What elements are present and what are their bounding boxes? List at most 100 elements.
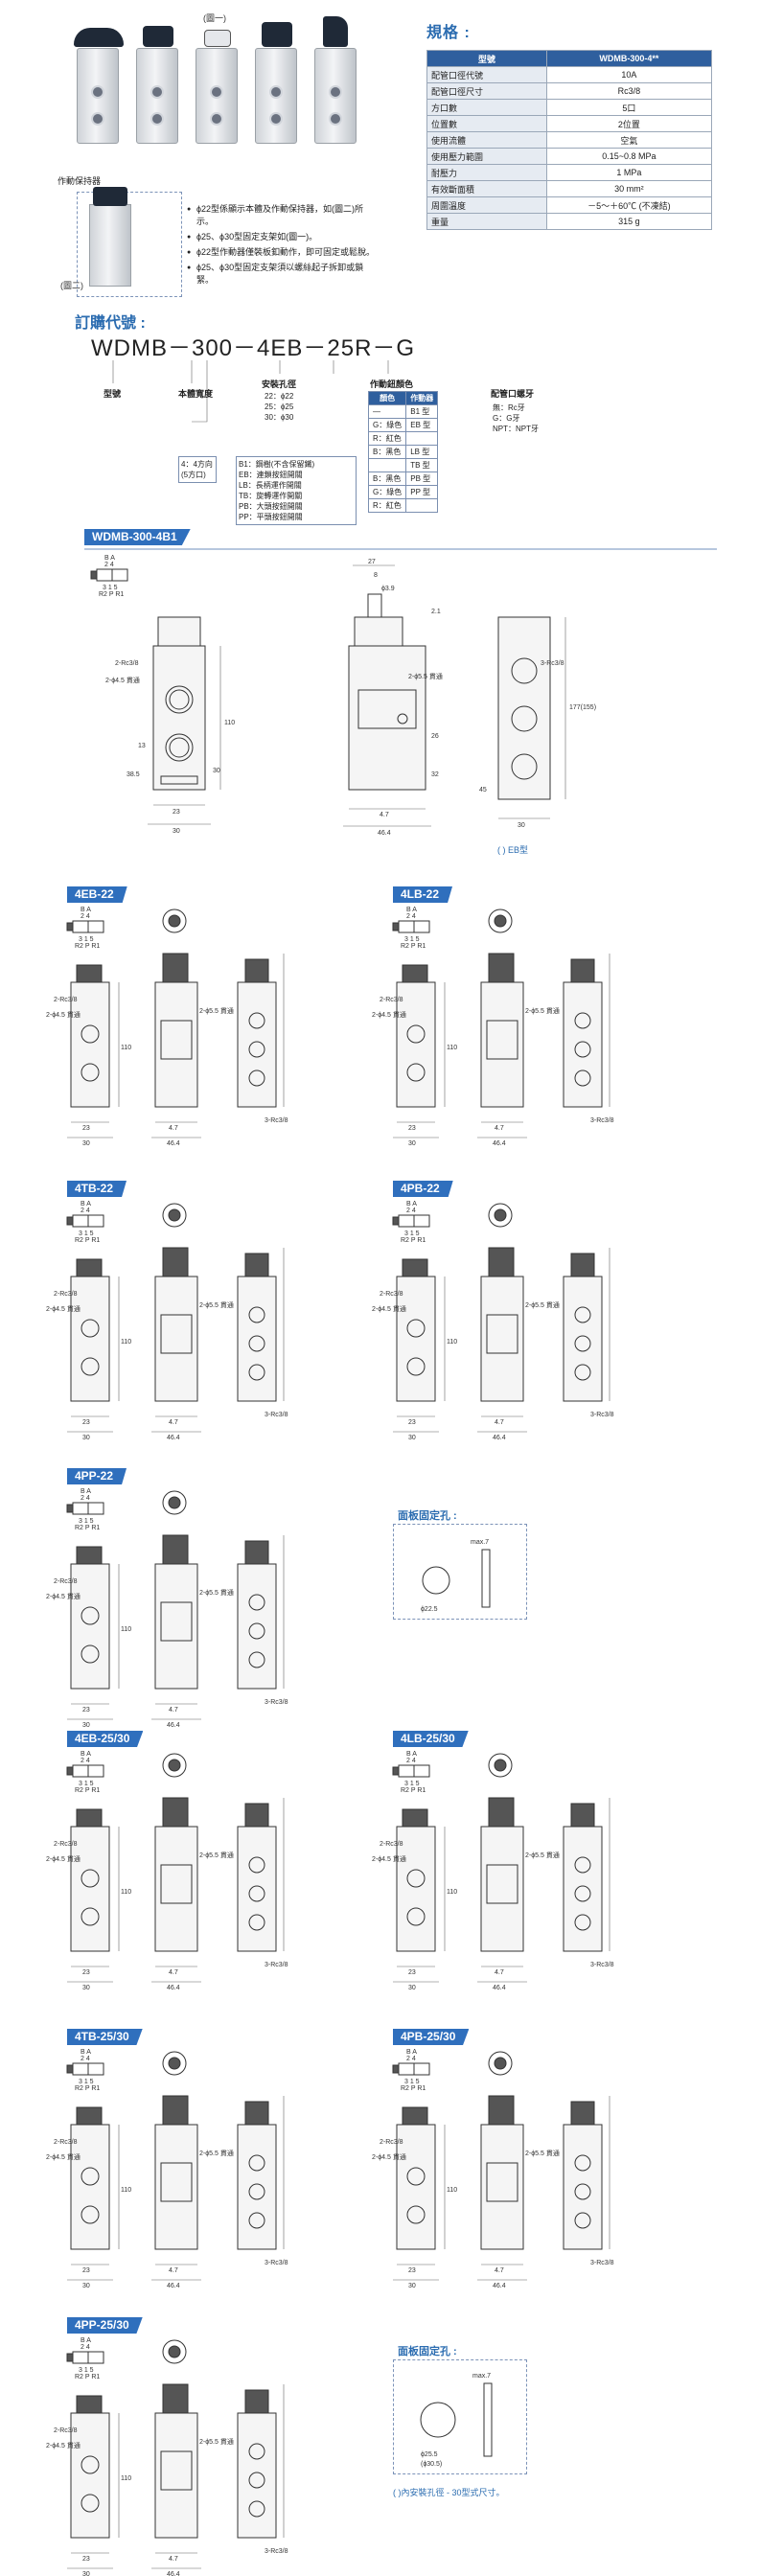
spec-key: 配管口徑尺寸 — [426, 82, 547, 100]
spec-row: 使用流體空氣 — [426, 131, 713, 149]
variant-drawing-lb: B A 2 4 3 1 5 R2 P R1 2-Rc3/8 2-ϕ4.5 貫通 … — [372, 1751, 614, 1991]
svg-text:2-Rc3/8: 2-Rc3/8 — [54, 2427, 78, 2434]
dim-label: (ϕ30.5) — [421, 2461, 442, 2468]
svg-text:2-ϕ5.5 貫通: 2-ϕ5.5 貫通 — [525, 1006, 560, 1015]
svg-text:3 1 5: 3 1 5 — [404, 1781, 420, 1787]
size-option: 22：ϕ22 — [265, 392, 294, 401]
svg-text:2-Rc3/8: 2-Rc3/8 — [54, 2139, 78, 2146]
svg-text:4.7: 4.7 — [169, 2556, 178, 2563]
product-photos: (圖一) — [74, 10, 383, 153]
svg-text:B A: B A — [406, 1201, 417, 1208]
svg-text:2-ϕ5.5 貫通: 2-ϕ5.5 貫通 — [525, 2149, 560, 2157]
spec-value: 1 MPa — [545, 164, 713, 181]
section-tag-tb22: 4TB-22 — [67, 1181, 127, 1197]
svg-text:B A: B A — [81, 1488, 91, 1495]
notes-list: ϕ22型係顯示本體及作動保持器，如(圖二)所示。 ϕ25、ϕ30型固定支架如(圖… — [187, 203, 379, 289]
dim-label: 30 — [173, 828, 180, 835]
spec-key: 重量 — [426, 213, 547, 230]
type-option: LB：長柄運作開關 — [239, 481, 302, 490]
type-option: EB：連鎖按鈕開關 — [239, 471, 303, 479]
svg-text:2-Rc3/8: 2-Rc3/8 — [380, 1291, 403, 1298]
svg-text:23: 23 — [408, 2267, 416, 2274]
svg-text:B A: B A — [406, 1751, 417, 1758]
valve-photo-5 — [314, 16, 357, 144]
photo-label-1: (圖一) — [203, 13, 226, 23]
valve-symbol-main: B A 2 4 3 1 5 R2 P R1 — [90, 555, 128, 598]
section-tag-lb22: 4LB-22 — [393, 886, 453, 903]
spec-key: 有效斷面積 — [426, 180, 547, 197]
svg-text:30: 30 — [82, 1985, 90, 1991]
svg-text:3 1 5: 3 1 5 — [79, 2367, 94, 2374]
type-cell: B1 型 — [405, 404, 439, 419]
valve-symbol: B A 2 4 3 1 5 R2 P R1 — [392, 1201, 430, 1244]
svg-text:110: 110 — [447, 2187, 457, 2194]
svg-text:30: 30 — [408, 1140, 416, 1147]
symbol-text: R2 P R1 — [99, 591, 124, 598]
svg-text:4.7: 4.7 — [169, 1125, 178, 1132]
valve-symbol: B A 2 4 3 1 5 R2 P R1 — [66, 1751, 104, 1794]
svg-text:46.4: 46.4 — [167, 2283, 180, 2289]
svg-text:2 4: 2 4 — [81, 1495, 90, 1502]
svg-text:2-ϕ5.5 貫通: 2-ϕ5.5 貫通 — [525, 1851, 560, 1859]
color-cell: B：黑色 — [367, 472, 407, 486]
dim-label: 13 — [138, 743, 146, 749]
color-cell: G：綠色 — [367, 485, 407, 499]
spec-header-right: WDMB-300-4** — [545, 50, 713, 67]
valve-photo-4 — [255, 22, 297, 144]
svg-text:R2 P R1: R2 P R1 — [401, 943, 426, 950]
svg-text:3 1 5: 3 1 5 — [79, 1518, 94, 1525]
valve-symbol: B A 2 4 3 1 5 R2 P R1 — [66, 2337, 104, 2380]
footer-note: ( )內安裝孔徑 - 30型式尺寸。 — [393, 2488, 505, 2497]
svg-text:3 1 5: 3 1 5 — [79, 1781, 94, 1787]
svg-text:R2 P R1: R2 P R1 — [75, 2085, 100, 2092]
spec-value: 空氣 — [545, 131, 713, 149]
color-table-header: 顏色 — [367, 391, 407, 405]
dim-label: 26 — [431, 733, 439, 740]
type-cell — [405, 498, 439, 513]
dim-label: 8 — [374, 572, 378, 579]
color-cell — [367, 458, 407, 472]
dim-label: 110 — [224, 720, 235, 726]
svg-text:110: 110 — [121, 1045, 131, 1051]
svg-text:3-Rc3/8: 3-Rc3/8 — [265, 2548, 288, 2555]
svg-text:23: 23 — [82, 2556, 90, 2563]
svg-text:3 1 5: 3 1 5 — [79, 2079, 94, 2085]
valve-photo-2 — [136, 26, 178, 144]
dim-label: 27 — [368, 559, 376, 565]
spec-value: 5口 — [545, 99, 713, 116]
valve-photo-3 — [196, 30, 238, 144]
svg-text:B A: B A — [81, 2337, 91, 2344]
valve-symbol: B A 2 4 3 1 5 R2 P R1 — [66, 2049, 104, 2092]
svg-text:23: 23 — [82, 1969, 90, 1976]
spec-value: 315 g — [545, 213, 713, 230]
spec-value: 2位置 — [545, 115, 713, 132]
dim-label: 32 — [431, 771, 439, 778]
spec-key: 使用流體 — [426, 131, 547, 149]
spec-key: 使用壓力範圍 — [426, 148, 547, 165]
svg-text:30: 30 — [82, 1435, 90, 1441]
order-code: WDMB－300－4EB－25R－G — [91, 335, 416, 361]
svg-text:3-Rc3/8: 3-Rc3/8 — [265, 1962, 288, 1968]
variant-drawing-eb: B A 2 4 3 1 5 R2 P R1 2-Rc3/8 2-ϕ4.5 貫通 … — [46, 1751, 288, 1991]
spec-key: 方口數 — [426, 99, 547, 116]
svg-text:46.4: 46.4 — [493, 1435, 506, 1441]
spec-header-left: 型號 — [426, 50, 547, 67]
svg-text:2 4: 2 4 — [81, 913, 90, 920]
color-cell: R：紅色 — [367, 498, 407, 513]
dim-label: max.7 — [471, 1539, 489, 1546]
dim-label: 177(155) — [569, 704, 596, 711]
svg-text:46.4: 46.4 — [493, 1985, 506, 1991]
variant-drawing-pp: B A 2 4 3 1 5 R2 P R1 2-Rc3/8 2-ϕ4.5 貫通 … — [46, 1488, 288, 1729]
size-option: 25：ϕ25 — [265, 402, 294, 411]
svg-text:30: 30 — [82, 1140, 90, 1147]
note-item: ϕ22型係顯示本體及作動保持器，如(圖二)所示。 — [187, 203, 379, 228]
type-cell: PB 型 — [405, 472, 439, 486]
drawing-end-main: 3-Rc3/8 177(155) 45 30 — [479, 616, 596, 829]
svg-text:2 4: 2 4 — [406, 2056, 416, 2062]
type-option: PP：平頭按鈕開關 — [239, 513, 303, 521]
symbol-text: B A — [104, 555, 115, 562]
port-option: 無：Rc牙 — [493, 403, 525, 412]
